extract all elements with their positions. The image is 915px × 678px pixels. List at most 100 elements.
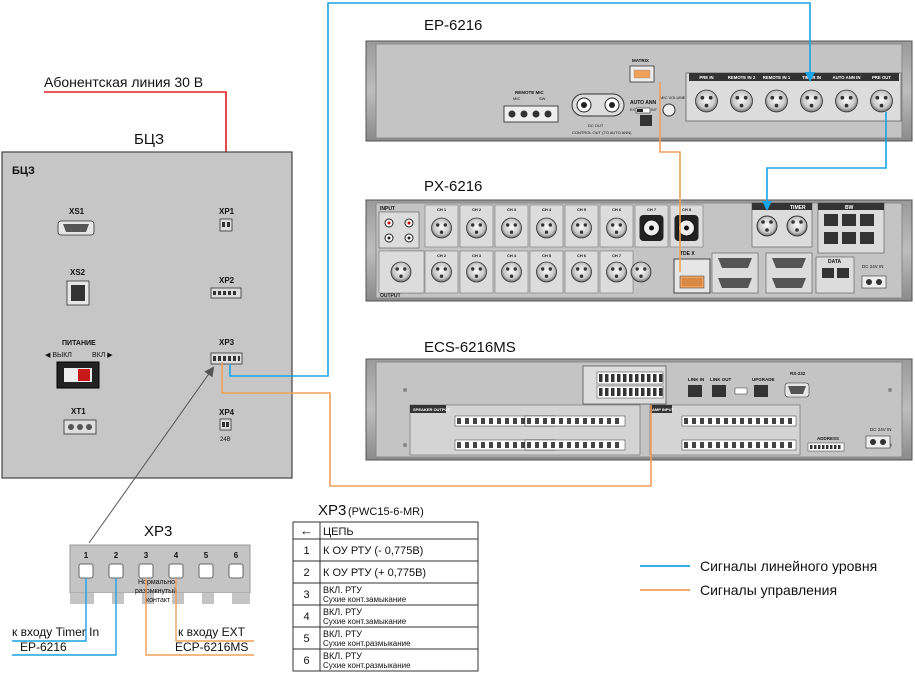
ep-port-xlr [730,89,753,113]
xp3-label: XP3 [219,338,235,347]
ecs-input-pin [635,374,639,382]
px-bw-rj45-ports [824,214,874,244]
ecs-link-in-label: LINK IN [688,377,704,382]
xp3-detail-connector [69,544,251,604]
ecs-input-pin [659,388,663,396]
ecs-input-pin [635,388,639,396]
ecs-amp-input-terminals [681,415,797,451]
px-output-channel-label: CH 5 [542,253,552,258]
ecs-input-pin [653,374,657,382]
ecs-input-pin [623,388,627,396]
xp3-right-label-2: ECP-6216MS [175,640,248,654]
xp3-pin3-wire [145,578,254,656]
px-input-channel-label: CH 7 [647,207,657,212]
px-dc-connector [861,275,887,289]
ecs-input-pin [641,388,645,396]
xt1-terminal [63,419,97,435]
line-level-wire-xp3-to-timer-in [229,2,815,377]
px-input-xlr [536,217,557,239]
ep-title: EP-6216 [424,17,482,34]
xp3-pin-number: 4 [174,551,179,560]
xp2-label: XP2 [219,276,235,285]
px-output-channel-label: CH 2 [437,253,447,258]
ecs-address-label: ADDRESS [817,436,839,441]
legend-label: Сигналы управления [700,582,837,598]
pin-table-row-main: ВКЛ. РТУ [323,629,362,639]
pin-table-row [319,648,479,672]
ecs-dc-label: DC 24V IN [870,427,892,432]
xp3-left-label-2: EP-6216 [20,640,67,654]
xp3-pin4-wire [175,578,254,642]
pin-table-row-sub: Сухие конт.размыкание [323,639,411,648]
xp3-pin1-wire [12,578,87,642]
px-output-xlr [606,261,627,283]
ep-dc-out-label: DC OUT [588,123,604,128]
px-output-channel-label: CH 3 [472,253,482,258]
px-timer-xlr-2 [786,215,808,237]
px-output-channel-label: CH 7 [612,253,622,258]
xp3-detail-title: XP3 [144,523,172,540]
px-output-xlr [431,261,452,283]
px-output-xlr [466,261,487,283]
ep-mic-label: MIC [513,96,520,101]
px-input-xlr [606,217,627,239]
ecs-input-pin [617,388,621,396]
px-bw-label: BW [845,205,854,211]
ecs-input-pin [605,388,609,396]
ecs-amp-input-label: AMP INPUT [652,407,674,412]
xp3-pin-socket [168,563,184,579]
px-input-xlr [431,217,452,239]
pin-table-row-main: ВКЛ. РТУ [323,585,362,595]
px-output-master-xlr [390,261,412,283]
xp2-connector [210,287,242,299]
xp4-connector [219,418,232,431]
px-output-ports: CH 1CH 2CH 3CH 4CH 5CH 6CH 7 [378,250,652,294]
ep-auto-ann-switch [635,107,652,126]
pin-table-row-num: 4 [303,611,309,623]
ep-6216-rack: REMOTE MIC MIC SW DC OUT CONTROL OUT (TO… [365,40,913,142]
pin-table-row-num: 6 [303,655,309,667]
ep-dc-out-connector [571,93,625,117]
ep-port-label: REMOTE IN 1 [763,75,791,80]
px-input-channel-label: CH 8 [682,207,692,212]
power-on-label: ВКЛ ▶ [92,352,113,359]
xp3-pin-socket [228,563,244,579]
xs2-label: XS2 [70,268,86,277]
ecs-title: ECS-6216MS [424,339,516,356]
xp1-connector [219,218,233,232]
xp3-pin-socket [138,563,154,579]
ecs-link-out-label: LINK OUT [710,377,731,382]
px-input-channel-label: CH 2 [472,207,482,212]
control-wire-xp3-to-ecs [221,362,652,487]
xp3-left-label-1: к входу Timer In [12,625,99,639]
pin-table-row-num: 5 [303,633,309,645]
px-timer-xlr-1 [756,215,778,237]
xp1-label: XP1 [219,207,235,216]
ecs-input-pin [605,374,609,382]
pin-table-row-sub: Сухие конт.замыкание [323,595,407,604]
power-off-label: ◀ ВЫКЛ [45,352,72,359]
xp3-callout-arrow [88,366,215,544]
ep-port-header [724,73,759,81]
ep-port-header [689,73,724,81]
px-output-label: OUTPUT [380,293,401,299]
bcz-caption: БЦЗ [134,131,164,148]
ep-port-xlr [765,89,788,113]
ep-remote-mic-terminal [503,105,559,123]
ep-port-label: PRE OUT [872,75,891,80]
ep-port-header [829,73,864,81]
bcz-panel-title: БЦЗ [12,165,35,177]
pin-table-row-sub: Сухие конт.замыкание [323,617,407,626]
pin-table-row-main: К ОУ РТУ (- 0,775В) [323,545,423,557]
pin-table-subtitle: (PWC15-6-MR) [348,506,424,518]
ep-volume-knob [662,103,676,117]
pin-table-row-sub: Сухие конт.размыкание [323,661,411,670]
line-level-wire-preout-to-px-timer [762,112,887,211]
ep-sw-label: SW [539,96,546,101]
px-db9-ports [711,252,813,294]
px-tdex-connector [673,258,711,294]
